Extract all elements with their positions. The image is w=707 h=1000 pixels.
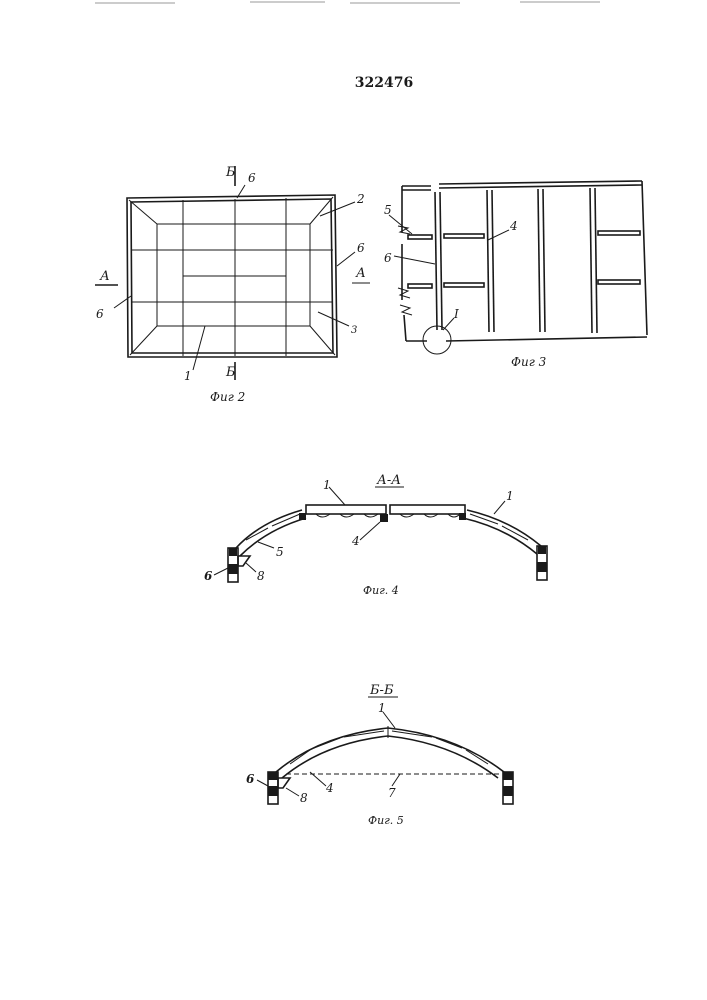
fig4-leaders [214, 487, 505, 575]
scan-edge-marks [95, 2, 600, 3]
fig4-caption: Фиг. 4 [363, 584, 399, 597]
figure-2: Б Б А А 6 2 6 6 3 1 Фиг 2 [95, 165, 370, 404]
fig2-label-cut-a-left: А [99, 269, 110, 284]
fig2-label-2: 2 [356, 192, 365, 206]
fig5-label-7: 7 [388, 786, 396, 800]
fig4-label-1-left: 1 [323, 478, 331, 492]
patent-number: 322476 [355, 75, 413, 91]
fig2-inner-grid [131, 198, 333, 356]
figure-4: А-А [204, 473, 547, 597]
figure-3: 5 6 4 I Фиг 3 [384, 181, 647, 369]
fig4-label-5: 5 [276, 545, 284, 559]
fig3-crossbars [408, 231, 640, 288]
fig4-label-1-right: 1 [506, 489, 514, 503]
fig5-label-8: 8 [300, 791, 308, 805]
fig3-outline [402, 181, 647, 341]
fig3-label-6: 6 [384, 251, 392, 265]
fig2-label-6-top: 6 [248, 171, 256, 185]
fig2-label-cut-b-bottom: Б [225, 365, 236, 380]
fig3-label-4: 4 [509, 219, 518, 233]
fig3-ribs [435, 188, 597, 333]
fig2-label-cut-b-top: Б [225, 165, 236, 180]
fig4-label-6: 6 [204, 569, 213, 583]
fig3-label-5: 5 [384, 203, 392, 217]
figure-5: Б-Б [246, 683, 513, 827]
fig4-label-4: 4 [351, 534, 360, 548]
fig5-caption: Фиг. 5 [368, 814, 404, 827]
fig5-label-1: 1 [378, 701, 386, 715]
fig2-label-3: 3 [351, 325, 357, 336]
fig2-caption: Фиг 2 [210, 390, 245, 404]
fig3-label-detail-I: I [453, 307, 459, 321]
fig4-column-fill [228, 562, 547, 574]
fig2-label-cut-a-right: А [355, 266, 366, 281]
fig2-label-6-right: 6 [357, 241, 365, 255]
fig5-section-title: Б-Б [369, 683, 394, 698]
fig3-detail-circle [423, 326, 451, 354]
fig4-section-title: А-А [376, 473, 401, 488]
fig2-label-6-left: 6 [96, 307, 104, 321]
fig3-caption: Фиг 3 [511, 355, 547, 369]
fig2-label-1: 1 [184, 369, 192, 383]
fig4-label-8: 8 [257, 569, 265, 583]
fig3-leaders [389, 215, 509, 330]
fig5-label-6: 6 [246, 772, 255, 786]
fig5-label-4: 4 [325, 781, 334, 795]
